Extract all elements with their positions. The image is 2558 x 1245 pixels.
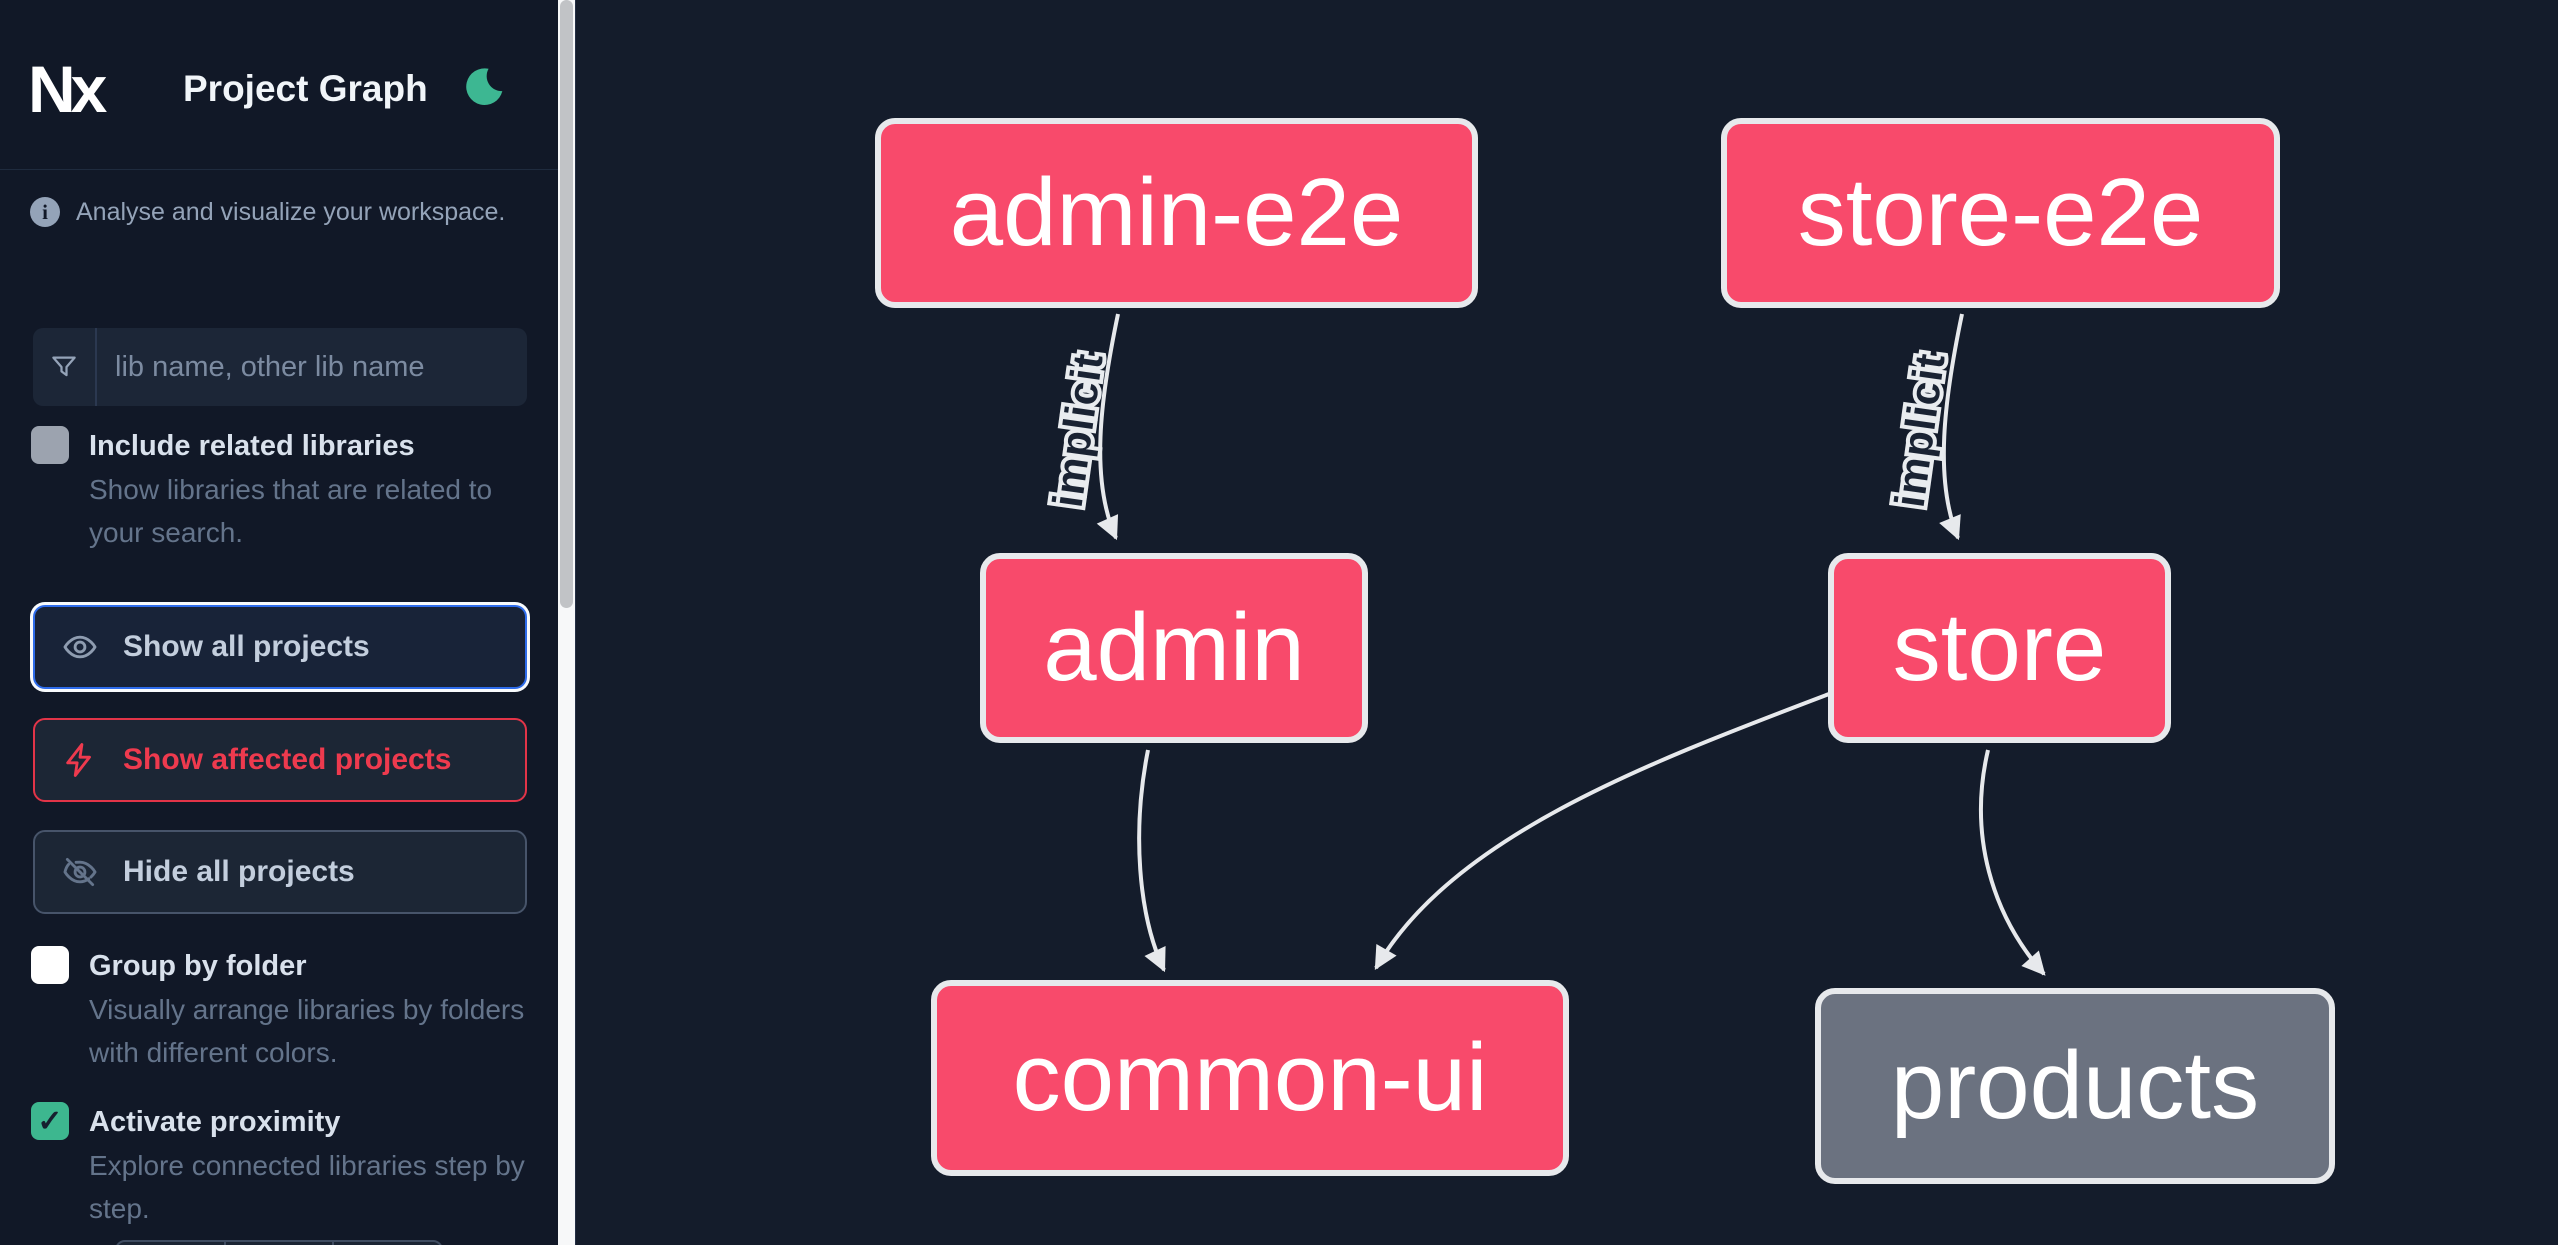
app-header: Nx Project Graph xyxy=(0,0,558,170)
graph-node-store-e2e[interactable]: store-e2e xyxy=(1721,118,2280,308)
stepper-segment[interactable] xyxy=(332,1242,441,1245)
activate-proximity-checkbox[interactable]: ✓ xyxy=(31,1102,69,1140)
show-all-projects-button[interactable]: Show all projects xyxy=(33,605,527,689)
option-label: Activate proximity xyxy=(89,1106,341,1138)
option-label: Include related libraries xyxy=(89,430,415,462)
eye-off-icon xyxy=(63,857,97,887)
graph-node-admin-e2e[interactable]: admin-e2e xyxy=(875,118,1478,308)
option-group-by-folder: Group by folder Visually arrange librari… xyxy=(31,944,531,1074)
graph-node-common-ui[interactable]: common-ui xyxy=(931,980,1569,1176)
group-by-folder-checkbox[interactable] xyxy=(31,946,69,984)
graph-node-admin[interactable]: admin xyxy=(980,553,1368,743)
page-title: Project Graph xyxy=(183,68,428,109)
graph-node-store[interactable]: store xyxy=(1828,553,2171,743)
node-label: admin xyxy=(1043,594,1305,701)
info-icon: i xyxy=(30,197,60,227)
stepper-segment[interactable] xyxy=(223,1242,333,1245)
search-input[interactable] xyxy=(97,328,527,406)
search-box xyxy=(33,328,527,406)
nx-logo: Nx xyxy=(28,52,107,126)
node-label: common-ui xyxy=(1012,1024,1488,1131)
node-label: store-e2e xyxy=(1797,159,2204,266)
button-label: Hide all projects xyxy=(123,855,355,888)
sidebar-scrollbar-thumb[interactable] xyxy=(560,0,573,608)
sidebar: Nx Project Graph i Analyse and visualize… xyxy=(0,0,558,1245)
option-description: Show libraries that are related to your … xyxy=(89,474,493,548)
show-affected-projects-button[interactable]: Show affected projects xyxy=(33,718,527,802)
filter-funnel-icon xyxy=(33,328,97,406)
dark-mode-toggle[interactable] xyxy=(462,62,510,110)
include-related-checkbox[interactable] xyxy=(31,426,69,464)
proximity-stepper xyxy=(115,1240,443,1245)
button-label: Show affected projects xyxy=(123,743,452,776)
node-label: admin-e2e xyxy=(949,159,1404,266)
option-description: Explore connected libraries step by step… xyxy=(89,1150,525,1224)
option-include-related: Include related libraries Show libraries… xyxy=(31,424,531,554)
hide-all-projects-button[interactable]: Hide all projects xyxy=(33,830,527,914)
button-label: Show all projects xyxy=(123,630,370,663)
graph-node-products[interactable]: products xyxy=(1815,988,2335,1184)
node-label: store xyxy=(1892,594,2107,701)
option-description: Visually arrange libraries by folders wi… xyxy=(89,994,525,1068)
option-activate-proximity: ✓ Activate proximity Explore connected l… xyxy=(31,1100,531,1230)
moon-icon xyxy=(466,68,503,105)
option-label: Group by folder xyxy=(89,950,307,982)
tagline-text: Analyse and visualize your workspace. xyxy=(76,197,506,226)
node-label: products xyxy=(1890,1032,2260,1139)
lightning-bolt-icon xyxy=(66,743,91,777)
tagline-row: i Analyse and visualize your workspace. xyxy=(30,197,540,227)
eye-icon xyxy=(63,635,97,659)
sidebar-scrollbar-track xyxy=(558,0,575,1245)
